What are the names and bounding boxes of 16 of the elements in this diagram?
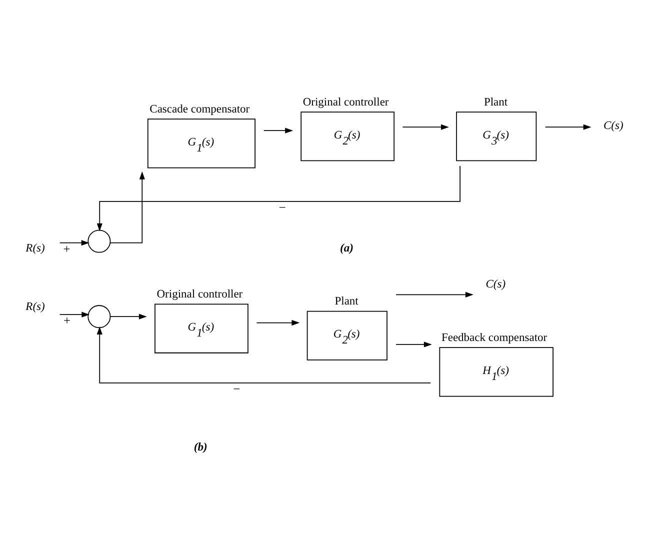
node-label: Cascade compensator	[150, 103, 250, 116]
node-label: Feedback compensator	[441, 332, 548, 344]
node-label: Original controller	[302, 96, 389, 108]
node-text: R(s)	[26, 242, 45, 254]
node-text: C(s)	[486, 278, 506, 291]
label: (a)	[340, 242, 354, 254]
label: (b)	[194, 442, 208, 454]
node-text: C(s)	[604, 120, 624, 132]
node-label: Plant	[484, 96, 508, 108]
node-label: Plant	[334, 296, 358, 308]
node-label: Original controller	[156, 288, 243, 300]
edge-label: +	[63, 242, 70, 256]
edge-label: −	[233, 382, 240, 396]
edge-label: +	[63, 313, 70, 328]
node-text: R(s)	[26, 300, 45, 313]
edge-label: −	[278, 200, 286, 214]
